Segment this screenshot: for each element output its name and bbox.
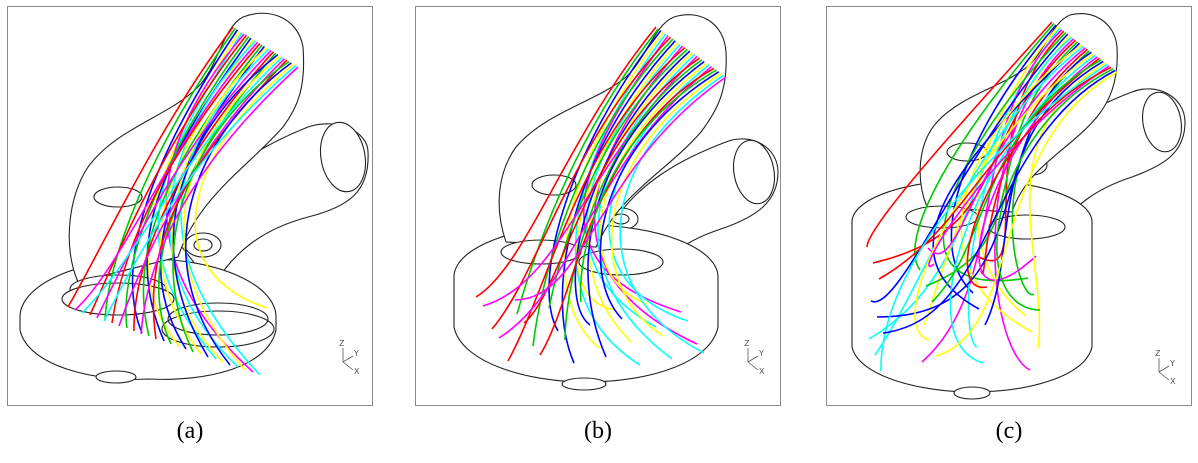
streamline — [960, 44, 1083, 333]
axis-y-label: Y — [353, 349, 359, 358]
axis-x-label: X — [354, 367, 360, 376]
caption-b: (b) — [584, 418, 612, 444]
streamline — [125, 36, 250, 329]
streamline — [610, 72, 722, 337]
streamline — [103, 65, 297, 322]
streamline — [104, 27, 236, 321]
streamline — [89, 34, 248, 316]
streamline — [194, 63, 295, 309]
caption-c: (c) — [995, 418, 1023, 444]
panel-a-drawing: Z Y X — [19, 12, 369, 384]
streamline — [498, 66, 713, 339]
streamline — [866, 21, 1053, 248]
streamlines-a — [67, 26, 299, 376]
streamline — [523, 57, 700, 324]
streamline — [532, 38, 674, 347]
streamline — [475, 26, 657, 298]
streamline — [172, 60, 290, 353]
streamline — [131, 29, 239, 334]
axis-x-label: X — [1170, 377, 1176, 386]
axis-y-label: Y — [758, 349, 764, 358]
streamline — [921, 29, 1063, 363]
streamline — [882, 69, 1116, 334]
streamline — [870, 33, 1069, 303]
axis-triad-b: Z Y X — [744, 339, 765, 376]
axis-y-label: Y — [1169, 359, 1175, 368]
streamline — [950, 24, 1057, 294]
streamline — [931, 59, 1102, 303]
streamline — [111, 43, 261, 324]
streamline — [984, 60, 1104, 326]
streamline — [133, 51, 274, 332]
streamline — [878, 57, 1100, 280]
streamline — [491, 36, 672, 330]
streamlines-c — [866, 21, 1118, 372]
axis-z-label: Z — [744, 339, 750, 348]
streamline — [927, 47, 1086, 255]
streamline — [976, 26, 1059, 317]
streamline — [564, 59, 703, 341]
streamline — [548, 48, 688, 309]
streamline — [914, 53, 1094, 341]
streamline — [67, 26, 234, 308]
panel-b-drawing: Z Y X — [453, 14, 779, 391]
streamline — [928, 65, 1110, 267]
streamline — [876, 51, 1092, 318]
streamline — [172, 53, 279, 358]
panel-b: Z Y X — [415, 6, 781, 406]
panel-a: Z Y X — [7, 6, 373, 406]
panel-c-drawing: Z Y X — [851, 13, 1186, 400]
panel-c: Z Y X — [826, 6, 1192, 406]
streamlines-b — [475, 26, 727, 366]
axis-z-label: Z — [339, 339, 345, 348]
streamline — [516, 28, 660, 315]
streamline — [949, 54, 1096, 364]
axis-x-label: X — [759, 367, 765, 376]
streamline — [564, 31, 664, 349]
streamline — [507, 47, 686, 362]
streamline — [966, 66, 1112, 288]
streamline — [140, 66, 299, 335]
axis-triad-a: Z Y X — [339, 339, 360, 376]
streamline — [942, 32, 1067, 282]
axis-z-label: Z — [1155, 349, 1161, 358]
streamline — [183, 55, 281, 371]
caption-a: (a) — [176, 418, 204, 444]
streamline — [576, 41, 679, 311]
streamline — [574, 50, 691, 326]
streamline — [184, 62, 292, 366]
streamline — [935, 71, 1118, 357]
streamline — [514, 76, 727, 301]
streamline — [81, 56, 283, 314]
streamline — [548, 29, 662, 332]
port-geometry-a — [19, 12, 369, 384]
streamline — [619, 74, 725, 354]
streamline — [96, 49, 272, 319]
axis-triad-c: Z Y X — [1155, 349, 1176, 386]
streamline — [118, 58, 286, 327]
streamline — [996, 68, 1114, 311]
streamline — [74, 41, 259, 311]
streamline — [880, 63, 1108, 372]
streamline — [579, 69, 717, 303]
